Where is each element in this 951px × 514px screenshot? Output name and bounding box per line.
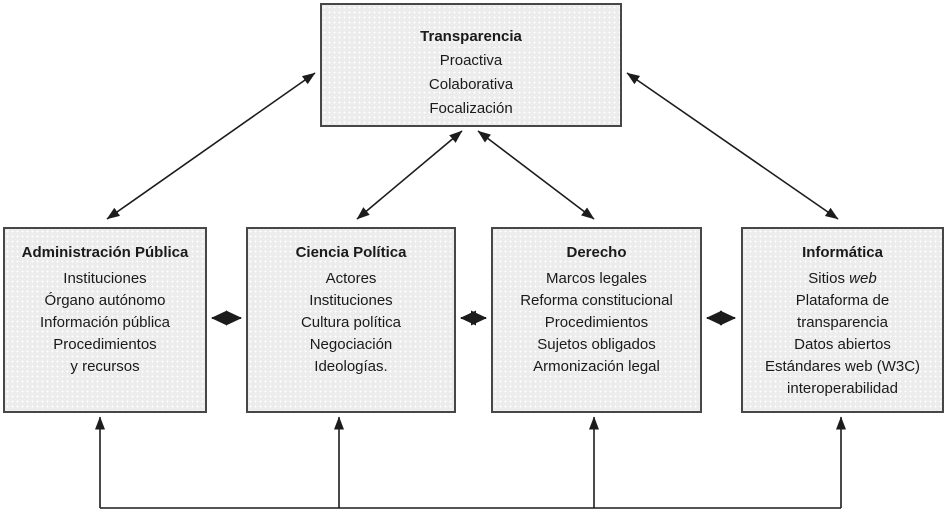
box-ciencia-politica: Ciencia Política Actores Instituciones C… xyxy=(246,227,456,413)
box-line: Focalización xyxy=(429,100,513,117)
box-transparencia: Transparencia Proactiva Colaborativa Foc… xyxy=(320,3,622,127)
box-line: Instituciones xyxy=(309,292,393,309)
box-line: Estándares web (W3C) xyxy=(764,358,921,375)
box-line: Órgano autónomo xyxy=(44,292,166,309)
arrow-derecho-transparencia xyxy=(477,130,595,220)
box-title: Informática xyxy=(802,244,883,261)
box-line: Datos abiertos xyxy=(794,336,891,353)
box-line: Marcos legales xyxy=(546,270,647,287)
arrow-admin-transparencia xyxy=(106,72,316,220)
box-line: Instituciones xyxy=(63,270,147,287)
box-line: Reforma constitucional xyxy=(520,292,673,309)
box-line: transparencia xyxy=(797,314,888,331)
box-line: Colaborativa xyxy=(428,76,514,93)
box-line: interoperabilidad xyxy=(787,380,898,397)
box-title: Derecho xyxy=(566,244,627,261)
box-line: Proactiva xyxy=(439,52,503,69)
box-line: Procedimientos xyxy=(53,336,157,353)
box-title: Administración Pública xyxy=(21,244,189,261)
box-title: Transparencia xyxy=(420,28,522,45)
arrow-ciencia-transparencia xyxy=(356,130,463,220)
box-line: Sitios web xyxy=(743,268,942,290)
web-italic-label: web xyxy=(849,270,877,287)
box-line: Ideologías. xyxy=(314,358,388,375)
arrow-informatica-transparencia xyxy=(626,72,839,220)
box-derecho: Derecho Marcos legales Reforma constituc… xyxy=(491,227,702,413)
box-line: Cultura política xyxy=(300,314,402,331)
box-line: Plataforma de xyxy=(795,292,890,309)
box-informatica: Informática Sitios web Plataforma de tra… xyxy=(741,227,944,413)
box-line: y recursos xyxy=(70,358,140,375)
box-line: Armonización legal xyxy=(533,358,660,375)
box-line: Actores xyxy=(325,270,377,287)
sitios-label: Sitios xyxy=(808,270,850,287)
box-administracion-publica: Administración Pública Instituciones Órg… xyxy=(3,227,207,413)
box-line: Negociación xyxy=(309,336,393,353)
box-title: Ciencia Política xyxy=(295,244,407,261)
box-line: Sujetos obligados xyxy=(537,336,656,353)
box-line: Procedimientos xyxy=(544,314,649,331)
box-line: Información pública xyxy=(39,314,171,331)
